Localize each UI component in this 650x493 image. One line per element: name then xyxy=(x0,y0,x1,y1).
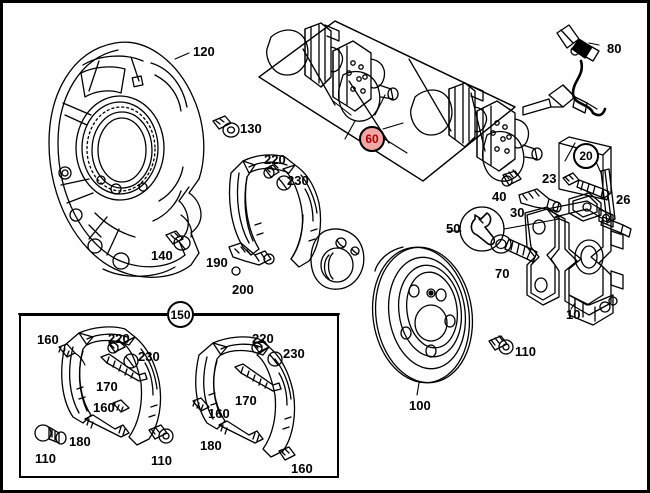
inset-label-160-rm: 160 xyxy=(208,406,230,421)
part-20-hardware-kit xyxy=(558,136,612,200)
inset-label-110-ll: 110 xyxy=(35,451,56,466)
label-130: 130 xyxy=(240,121,262,136)
part-220-hold-down-pin-center xyxy=(263,163,280,179)
part-100-brake-disc xyxy=(371,246,474,396)
label-120: 120 xyxy=(193,44,215,59)
inset-label-230-l: 230 xyxy=(138,349,160,364)
diagram-artwork xyxy=(18,20,632,461)
parking-brake-kit-inset-frame xyxy=(19,314,339,478)
inset-label-170-r: 170 xyxy=(235,393,257,408)
label-230-center: 230 xyxy=(287,173,309,188)
callout-20[interactable]: 20 xyxy=(573,143,599,169)
part-60-brake-pad-set xyxy=(258,20,543,182)
label-26: 26 xyxy=(616,192,631,207)
label-220-center: 220 xyxy=(264,152,286,167)
part-30-bleeder-screw xyxy=(518,188,562,213)
label-110-right: 110 xyxy=(515,344,536,359)
inset-left-shoe-set xyxy=(34,326,174,446)
part-50-repair-kit-wrench xyxy=(448,206,560,252)
label-10: 10 xyxy=(566,307,581,322)
part-140-bolt xyxy=(165,230,191,251)
inset-label-170-l: 170 xyxy=(96,379,118,394)
label-80: 80 xyxy=(607,41,622,56)
callout-150[interactable]: 150 xyxy=(167,301,194,328)
part-parking-brake-shoes-center xyxy=(228,154,322,268)
label-50: 50 xyxy=(446,221,461,236)
label-40: 40 xyxy=(492,189,507,204)
part-40-bleeder-cap xyxy=(501,169,522,187)
part-230-retainer-cup-center xyxy=(276,175,292,191)
inset-label-110-lr: 110 xyxy=(151,453,172,468)
part-200-plug xyxy=(231,266,241,276)
label-30: 30 xyxy=(510,205,525,220)
label-200: 200 xyxy=(232,282,254,297)
inset-label-160-lu: 160 xyxy=(37,332,59,347)
label-190: 190 xyxy=(206,255,228,270)
inset-right-shoe-set xyxy=(192,336,296,461)
part-120-backing-plate xyxy=(48,41,205,278)
inset-label-220-r: 220 xyxy=(252,331,274,346)
inset-label-180-l: 180 xyxy=(69,434,91,449)
part-110-rotor-screw xyxy=(488,335,514,355)
inset-label-220-l: 220 xyxy=(108,331,130,346)
part-130-bolt xyxy=(212,115,240,138)
part-10-brake-caliper xyxy=(524,192,624,326)
inset-label-160-rb: 160 xyxy=(291,461,313,476)
part-80-wear-sensor xyxy=(522,24,607,117)
part-wheel-hub-flange xyxy=(310,228,365,290)
inset-label-180-r: 180 xyxy=(200,438,222,453)
label-140: 140 xyxy=(151,248,173,263)
callout-60-highlighted[interactable]: 60 xyxy=(359,126,385,152)
inset-label-230-r: 230 xyxy=(283,346,305,361)
label-70: 70 xyxy=(495,266,510,281)
label-100: 100 xyxy=(409,398,431,413)
inset-label-160-lm: 160 xyxy=(93,400,115,415)
part-190-adjuster xyxy=(228,242,275,266)
label-23: 23 xyxy=(542,171,557,186)
